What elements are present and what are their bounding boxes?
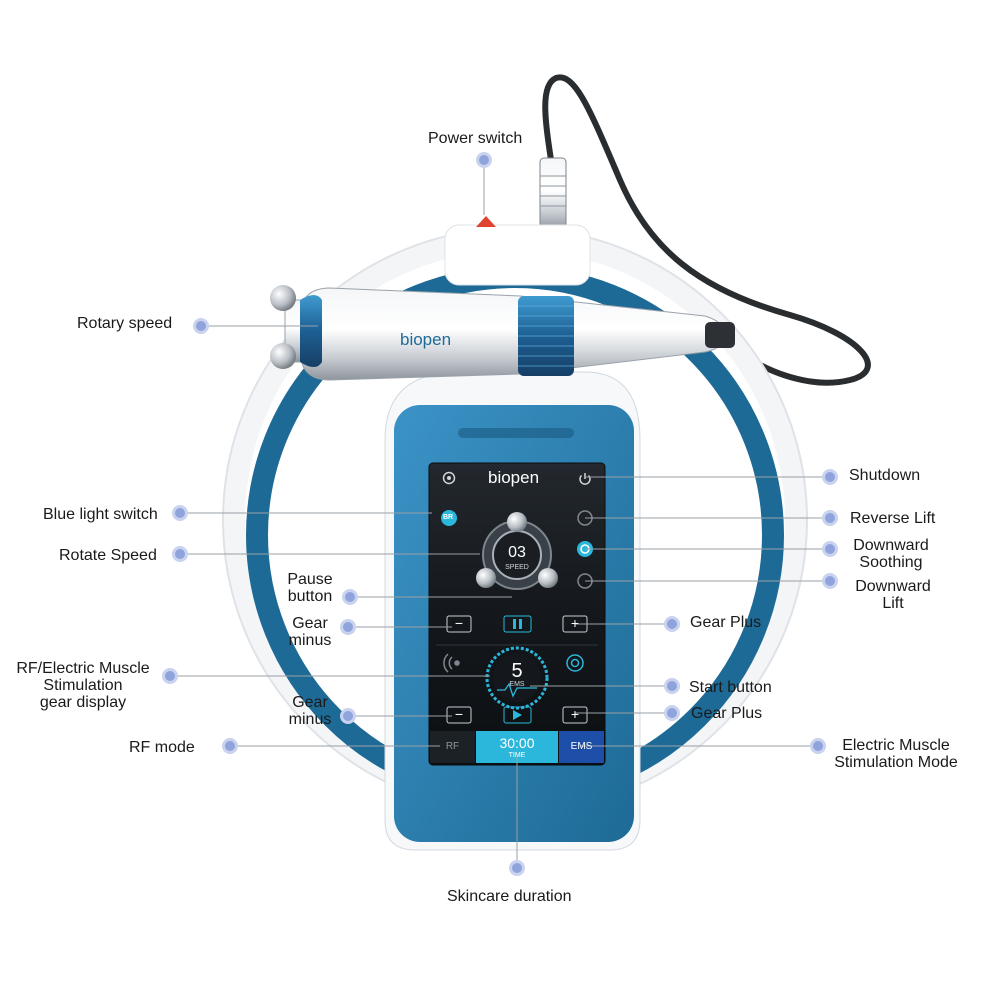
callout-dot <box>822 469 838 485</box>
rf-wave-icon <box>443 653 460 673</box>
gear-minus-symbol-top[interactable]: − <box>454 615 464 631</box>
callout-dot <box>340 619 356 635</box>
cable-connector <box>539 157 567 231</box>
callout-dot <box>509 860 525 876</box>
handpiece <box>270 285 735 381</box>
label-start-button: Start button <box>689 679 772 696</box>
callout-dots <box>162 152 838 876</box>
gear-plus-button-bottom <box>562 706 588 724</box>
rf-tab-bg <box>430 731 475 763</box>
speed-caption: SPEED <box>505 564 529 571</box>
callout-dot <box>664 705 680 721</box>
callout-dot <box>193 318 209 334</box>
power-cable <box>542 74 871 386</box>
gear-minus-button-top <box>446 615 472 633</box>
callout-dot <box>340 708 356 724</box>
settings-icon <box>442 471 456 485</box>
label-blue-light-switch: Blue light switch <box>43 506 158 523</box>
time-caption: TIME <box>508 752 526 759</box>
ems-tab[interactable]: EMS <box>570 741 593 752</box>
callout-dot <box>822 541 838 557</box>
blue-light-badge <box>441 510 457 526</box>
label-gear-plus-top: Gear Plus <box>690 614 762 631</box>
blue-light-badge-label: BR <box>443 514 454 521</box>
label-downward-soothing: Downward Soothing <box>853 537 929 571</box>
top-tab <box>444 224 591 286</box>
label-pause-button: Pause button <box>287 571 333 605</box>
callout-dot <box>222 738 238 754</box>
callout-dot <box>476 152 492 168</box>
label-skincare-duration: Skincare duration <box>447 888 572 905</box>
label-downward-lift: Downward Lift <box>855 578 931 612</box>
start-button <box>503 706 532 724</box>
label-rotate-speed: Rotate Speed <box>59 547 157 564</box>
callout-dot <box>822 573 838 589</box>
label-gear-minus-bottom: Gear minus <box>288 694 332 728</box>
label-rf-mode: RF mode <box>129 739 195 756</box>
gear-minus-button-bottom <box>446 706 472 724</box>
label-shutdown: Shutdown <box>849 467 921 484</box>
callout-dot <box>810 738 826 754</box>
gear-value: 5 <box>511 660 523 682</box>
rf-tab[interactable]: RF <box>445 741 460 752</box>
callout-dot <box>172 546 188 562</box>
callout-dot <box>822 510 838 526</box>
gear-minus-symbol-bottom[interactable]: − <box>454 706 464 722</box>
power-switch-knob <box>476 216 496 227</box>
power-icon <box>579 473 591 485</box>
label-gear-minus-top: Gear minus <box>288 615 332 649</box>
pause-button <box>503 615 532 633</box>
speed-value: 03 <box>508 544 526 561</box>
time-value: 30:00 <box>499 735 535 751</box>
gear-plus-symbol-bottom[interactable]: + <box>570 706 580 722</box>
label-ems-mode: Electric Muscle Stimulation Mode <box>834 737 958 771</box>
callout-dot <box>664 678 680 694</box>
gear-plus-symbol-top[interactable]: + <box>570 615 580 631</box>
leader-lines <box>170 160 830 868</box>
callout-dot <box>664 616 680 632</box>
label-power-switch: Power switch <box>428 130 523 147</box>
screen-brand: biopen <box>488 468 540 487</box>
label-rf-ems-display: RF/Electric Muscle Stimulation gear disp… <box>16 660 150 711</box>
callout-dot <box>172 505 188 521</box>
ems-tab-bg <box>559 731 604 763</box>
handpiece-brand: biopen <box>400 330 452 349</box>
callout-dot <box>342 589 358 605</box>
gear-caption: EMS <box>509 681 525 688</box>
label-reverse-lift: Reverse Lift <box>850 510 936 527</box>
callout-dot <box>162 668 178 684</box>
ems-mode-icon <box>566 654 584 672</box>
ems-gauge <box>485 646 549 710</box>
label-rotary-speed: Rotary speed <box>77 315 173 332</box>
label-gear-plus-bottom: Gear Plus <box>691 705 763 722</box>
